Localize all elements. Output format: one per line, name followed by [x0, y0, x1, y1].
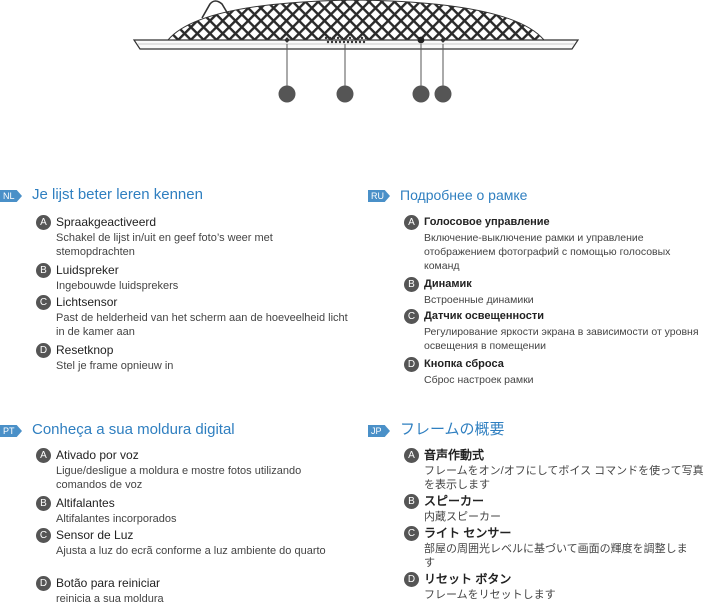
feature-description: Регулирование яркости экрана в зависимос…	[424, 326, 699, 352]
feature-description: Schakel de lijst in/uit en geef foto’s w…	[56, 232, 273, 258]
feature-title: 音声作動式	[424, 448, 485, 462]
letter-badge: D	[36, 576, 51, 591]
section-title: フレームの概要	[400, 421, 505, 438]
feature-title: Resetknop	[56, 343, 114, 357]
feature-description: 部屋の周囲光レベルに基づいて画面の輝度を調整します	[424, 543, 688, 569]
feature-title: Botão para reiniciar	[56, 576, 161, 590]
letter-badge: C	[404, 526, 419, 541]
section-header: PT Conheça a sua moldura digital	[0, 421, 360, 439]
letter-badge: C	[36, 295, 51, 310]
letter-badge: A	[36, 448, 51, 463]
feature-description: フレームをオン/オフにしてボイス コマンドを使って写真を表示します	[424, 465, 704, 491]
feature-description: reinicia a sua moldura	[56, 593, 164, 605]
feature-title: Spraakgeactiveerd	[56, 215, 157, 229]
letter-badge: A	[36, 215, 51, 230]
feature-title: リセット ボタン	[424, 572, 512, 586]
speaker-mesh-back	[166, 0, 546, 41]
language-tag: PT	[0, 425, 22, 437]
letter-badge: D	[36, 343, 51, 358]
section-title: Подробнее о рамке	[400, 187, 528, 203]
speaker-grille-icon	[324, 36, 368, 44]
light-sensor-icon	[417, 36, 425, 44]
feature-description: Встроенные динамики	[424, 294, 534, 306]
feature-description: Ligue/desligue a moldura e mostre fotos …	[56, 465, 302, 491]
letter-badge: B	[36, 496, 51, 511]
feature-description: 内蔵スピーカー	[424, 511, 501, 523]
letter-badge: A	[404, 215, 419, 230]
feature-description: Ajusta a luz do ecrã conforme a luz ambi…	[56, 545, 326, 557]
section-header: NL Je lijst beter leren kennen	[0, 186, 360, 204]
feature-description: Stel je frame opnieuw in	[56, 360, 174, 372]
feature-description: Altifalantes incorporados	[56, 513, 177, 525]
language-tag: JP	[368, 425, 390, 437]
feature-title: Altifalantes	[56, 496, 115, 510]
feature-description: Ingebouwde luidsprekers	[56, 280, 179, 292]
section-title: Je lijst beter leren kennen	[32, 186, 203, 203]
letter-badge: B	[404, 494, 419, 509]
feature-title: Голосовое управление	[424, 216, 550, 228]
feature-title: Кнопка сброса	[424, 358, 504, 370]
language-tag: RU	[368, 190, 390, 202]
letter-badge: B	[36, 263, 51, 278]
frame-stand	[201, 0, 229, 19]
callout-dot-d	[434, 85, 452, 103]
letter-badge: C	[36, 528, 51, 543]
feature-description: Past de helderheid van het scherm aan de…	[56, 312, 348, 338]
frame-bottom-illustration	[132, 0, 580, 103]
section-title: Conheça a sua moldura digital	[32, 421, 235, 438]
callout-dot-b	[336, 85, 354, 103]
feature-title: Датчик освещенности	[424, 310, 545, 322]
letter-badge: B	[404, 277, 419, 292]
feature-description: Включение-выключение рамки и управление …	[424, 232, 671, 272]
feature-title: Sensor de Luz	[56, 528, 134, 542]
feature-description: Сброс настроек рамки	[424, 374, 534, 386]
section-header: JP フレームの概要	[368, 421, 711, 439]
feature-title: ライト センサー	[424, 526, 512, 540]
feature-title: Luidspreker	[56, 263, 119, 277]
feature-title: Динамик	[424, 278, 472, 290]
letter-badge: D	[404, 572, 419, 587]
callout-dot-a	[278, 85, 296, 103]
letter-badge: D	[404, 357, 419, 372]
feature-title: Lichtsensor	[56, 295, 118, 309]
language-tag: NL	[0, 190, 22, 202]
callout-dot-c	[412, 85, 430, 103]
callout-lines	[286, 44, 444, 86]
frame-bottom-body	[132, 39, 580, 50]
letter-badge: C	[404, 309, 419, 324]
feature-title: Ativado por voz	[56, 448, 139, 462]
feature-description: フレームをリセットします	[424, 589, 556, 601]
feature-title: スピーカー	[424, 494, 485, 508]
section-header: RU Подробнее о рамке	[368, 186, 711, 204]
letter-badge: A	[404, 448, 419, 463]
